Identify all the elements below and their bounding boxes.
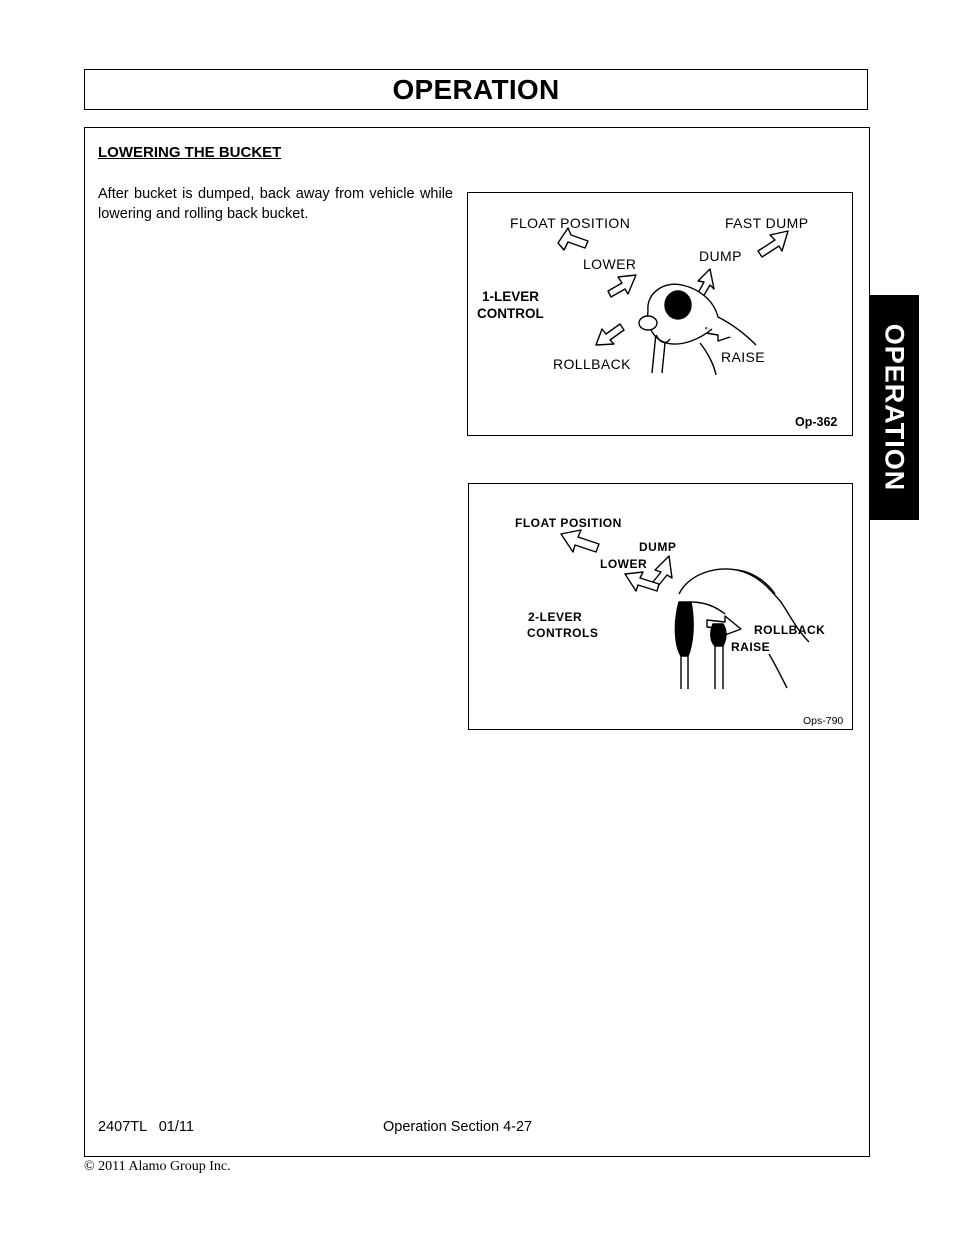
thumb-shape: [638, 315, 658, 331]
label-raise: RAISE: [721, 349, 766, 365]
label-controls-line2: CONTROLS: [527, 626, 599, 640]
page-header: OPERATION: [84, 69, 868, 110]
figure-one-lever-control: FLOAT POSITION FAST DUMP LOWER DUMP 1-LE…: [467, 192, 853, 436]
label-rollback: ROLLBACK: [553, 356, 631, 372]
two-lever-illustration: [560, 529, 810, 689]
label-fast-dump: FAST DUMP: [725, 215, 809, 231]
footer-model: 2407TL 01/11: [98, 1119, 194, 1135]
lever-shaft-right: [714, 644, 724, 689]
rollback-arrow-icon: [595, 323, 625, 346]
figure-id: Op-362: [795, 415, 838, 429]
hand-shape: [678, 568, 810, 689]
label-control-line2: CONTROL: [477, 306, 544, 321]
lower-arrow-icon: [607, 274, 637, 298]
float-arrow-icon: [557, 227, 589, 251]
label-control-line1: 1-LEVER: [482, 289, 540, 304]
dump-arrow-icon: [652, 555, 673, 586]
figure-id: Ops-790: [803, 715, 844, 727]
label-raise: RAISE: [731, 640, 771, 654]
content-frame: [84, 127, 870, 1157]
figure-two-lever-controls: FLOAT POSITION DUMP LOWER 2-LEVER CONTRO…: [468, 483, 853, 730]
page-title: OPERATION: [392, 73, 560, 105]
label-lower: LOWER: [583, 256, 637, 272]
fast-dump-arrow-icon: [757, 230, 789, 258]
lower-arrow-icon: [624, 571, 660, 592]
lever-knob-right: [710, 623, 727, 647]
side-tab-label: OPERATION: [879, 323, 910, 492]
label-float-position: FLOAT POSITION: [515, 516, 622, 530]
label-float-position: FLOAT POSITION: [510, 215, 631, 231]
footer-section: Operation Section 4-27: [383, 1119, 533, 1135]
lever-knob-left: [674, 601, 694, 657]
label-lower: LOWER: [600, 557, 648, 571]
float-arrow-icon: [560, 529, 600, 553]
label-dump: DUMP: [699, 248, 742, 264]
label-dump: DUMP: [639, 540, 677, 554]
section-side-tab: OPERATION: [869, 295, 919, 520]
lever-shaft-left: [680, 654, 689, 689]
label-rollback: ROLLBACK: [754, 623, 826, 637]
section-title: LOWERING THE BUCKET: [98, 144, 282, 161]
label-controls-line1: 2-LEVER: [528, 610, 583, 624]
copyright: © 2011 Alamo Group Inc.: [84, 1159, 231, 1174]
section-body: After bucket is dumped, back away from v…: [98, 186, 453, 222]
lever-knob: [664, 290, 692, 320]
one-lever-illustration: [557, 227, 789, 376]
